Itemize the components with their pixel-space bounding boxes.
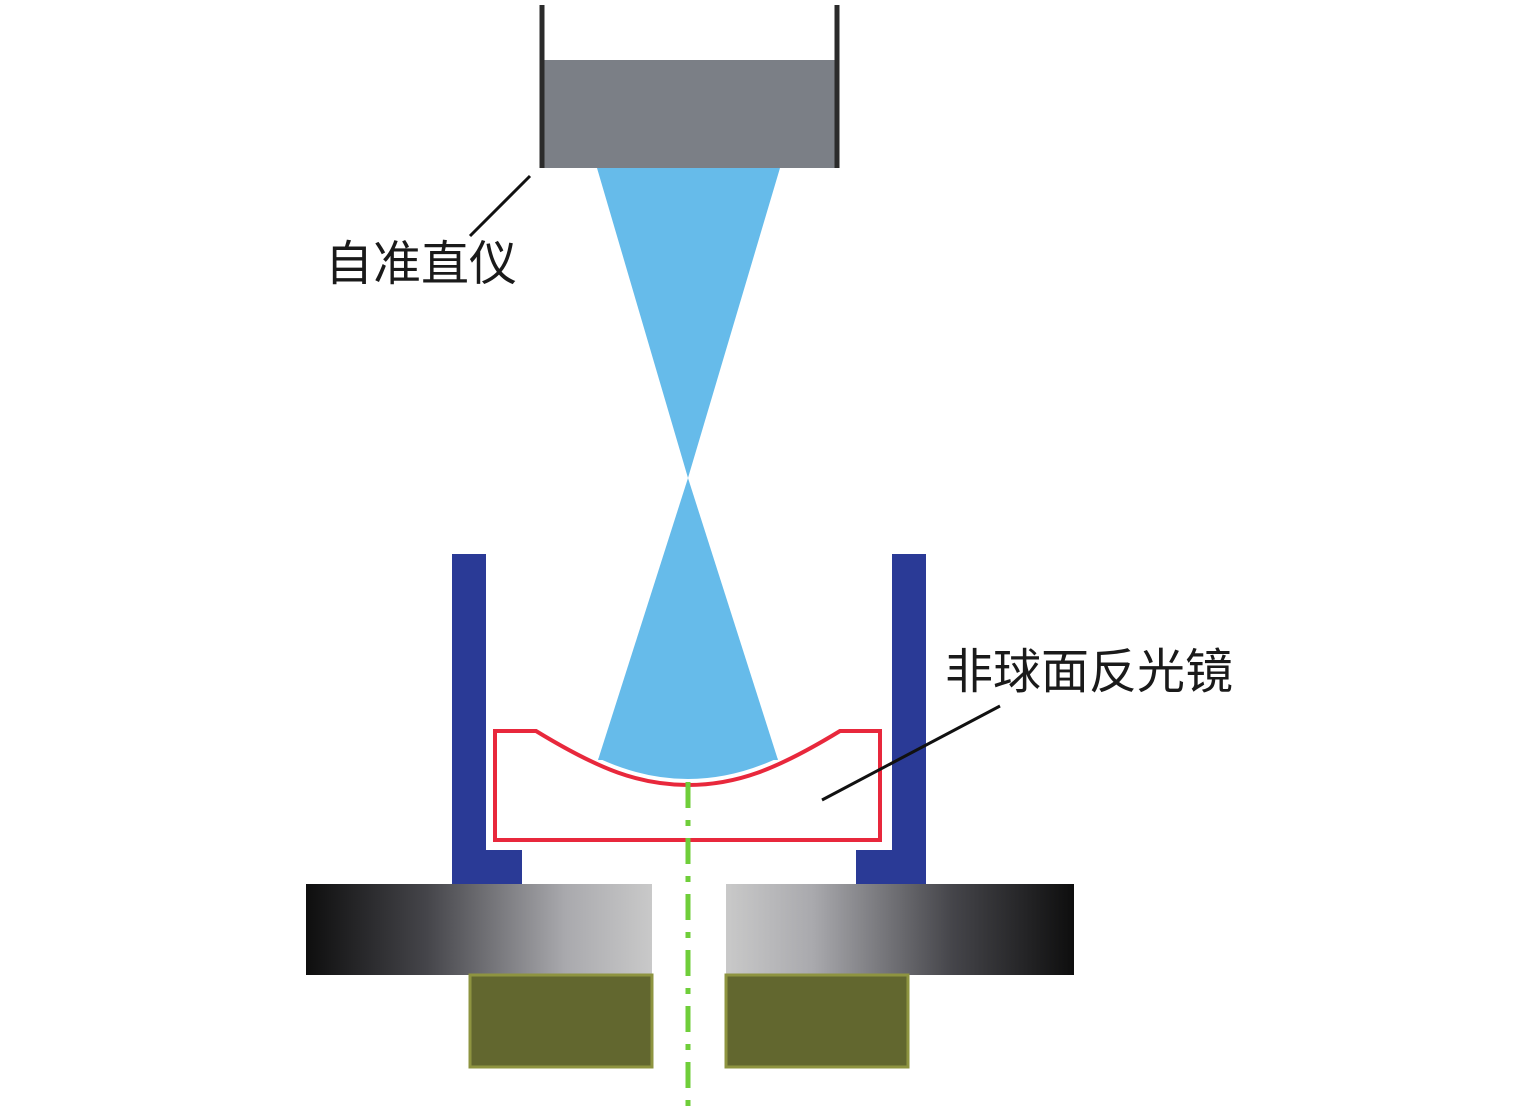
mirror-holder-right <box>856 554 926 884</box>
support-blocks <box>468 973 910 1069</box>
light-beam <box>597 168 780 779</box>
aspheric-mirror-leader-line <box>821 704 1001 802</box>
base-plate-right <box>726 884 1074 975</box>
mirror-holder <box>452 554 926 884</box>
base-plate <box>306 884 1074 975</box>
autocollimator <box>539 5 840 168</box>
support-block-right <box>724 973 910 1069</box>
support-block-left <box>468 973 654 1069</box>
autocollimator-label: 自准直仪 <box>325 236 518 292</box>
light-beam-mirror-contact <box>598 758 778 779</box>
autocollimator-leader-line <box>468 174 532 238</box>
base-plate-left <box>306 884 652 975</box>
mirror-holder-left <box>452 554 522 884</box>
aspheric-mirror-label: 非球面反光镜 <box>945 644 1234 700</box>
autocollimator-body <box>542 60 837 168</box>
light-beam-upper-cone <box>597 168 780 478</box>
light-beam-lower-cone <box>598 478 778 760</box>
